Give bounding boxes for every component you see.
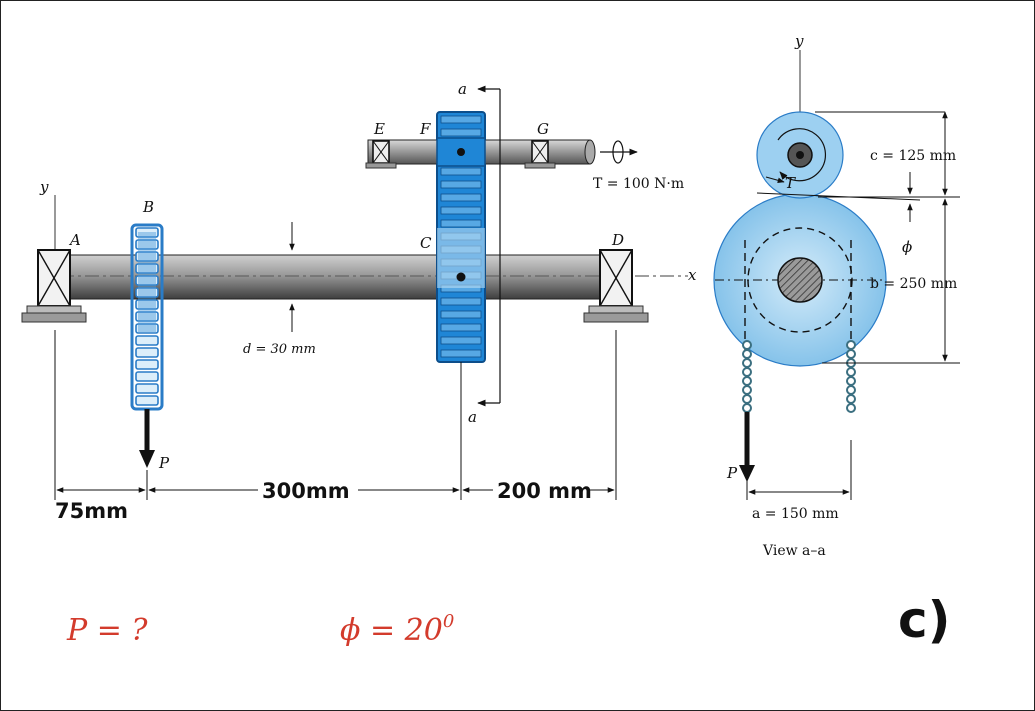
chain-right-view [846,340,856,413]
gear-tooth [440,297,482,306]
bearing-a [21,249,87,323]
chain-roller [742,349,752,359]
chain-roller [742,340,752,350]
y-axis-label-right: y [794,32,804,50]
chain-link [135,359,159,370]
chain-link [135,335,159,346]
chain-roller [742,394,752,404]
label-c: C [420,234,432,252]
torque-label: T = 100 N·m [593,176,684,192]
label-p-right: P [726,464,738,482]
chain-link [135,239,159,250]
shaft-diameter-label: d = 30 mm [243,342,316,357]
chain-roller [742,385,752,395]
phi-superscript: 0 [443,611,454,632]
label-a-top: a [458,80,467,98]
unknown-p: P = ? [66,613,148,648]
chain-roller [742,367,752,377]
torque-icon [600,140,638,164]
label-d: D [611,231,624,249]
chain-link [135,299,159,310]
chain-roller [846,349,856,359]
bearing-e [365,140,397,169]
label-b: B [142,198,154,216]
chain-link [135,383,159,394]
gear-tooth [440,193,482,202]
dim-label-b: b = 250 mm [870,276,957,292]
chain-link [135,323,159,334]
small-gear-view [756,111,844,199]
section-marker-a-a [477,85,501,407]
label-a: A [68,231,81,249]
label-f: F [419,120,431,138]
big-gear-view [713,193,887,367]
chain-roller [846,403,856,413]
view-label: View a–a [762,543,826,559]
dim-label-75: 75mm [55,499,128,523]
chain-link [135,371,159,382]
sprocket-chain-b [130,223,164,411]
chain-roller [742,376,752,386]
chain-link [135,275,159,286]
y-axis-label-left: y [39,178,49,196]
label-phi: ϕ [902,238,912,256]
bearing-d [583,249,649,323]
chain-link [135,287,159,298]
gear-tooth [440,349,482,358]
gear-tooth [440,323,482,332]
gear-tooth [440,115,482,124]
chain-link [135,347,159,358]
chain-link [135,311,159,322]
chain-left-view [742,340,752,413]
pressure-angle-line [756,192,921,201]
chain-roller [742,358,752,368]
label-p-left: P [158,454,170,472]
gear-c-side [436,111,486,363]
force-p-arrowhead-right [739,465,755,482]
chain-roller [846,376,856,386]
x-axis-label: x [688,266,697,284]
gear-tooth [440,128,482,137]
label-a-bottom: a [468,408,477,426]
chain-roller [846,385,856,395]
chain-roller [846,394,856,404]
chain-roller [742,403,752,413]
upper-shaft [367,137,596,167]
chain-roller [846,340,856,350]
bearing-g [524,140,556,169]
gear-tooth [440,219,482,228]
dim-label-300: 300mm [262,479,350,503]
phi-value: ϕ = 20 [340,613,443,648]
part-label: c) [898,591,951,649]
gear-tooth [440,336,482,345]
force-p-arrowhead-left [139,450,155,468]
label-e: E [373,120,385,138]
gear-tooth [440,206,482,215]
gear-tooth [440,310,482,319]
dim-label-c: c = 125 mm [870,148,956,164]
chain-link [135,263,159,274]
pressure-angle-given: ϕ = 200 [340,611,454,648]
dim-label-200: 200 mm [497,479,592,503]
chain-link [135,227,159,238]
gear-tooth [440,167,482,176]
dim-label-a: a = 150 mm [752,506,839,522]
label-g: G [537,120,549,138]
chain-link [135,395,159,406]
label-t-point: T [785,174,796,192]
chain-link [135,251,159,262]
chain-roller [846,367,856,377]
gear-tooth [440,180,482,189]
